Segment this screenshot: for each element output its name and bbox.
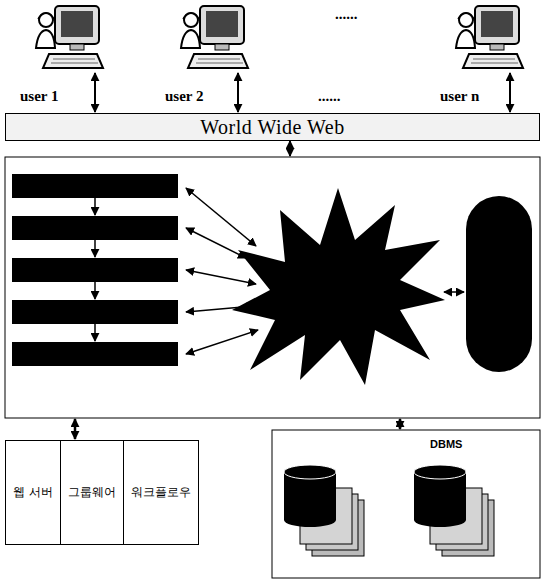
double-arrow	[399, 419, 402, 429]
user-computer-icon	[36, 6, 103, 68]
double-arrow	[74, 419, 77, 439]
web-band: World Wide Web	[5, 113, 540, 141]
database-stack	[414, 465, 494, 556]
user-label: user n	[440, 88, 479, 105]
flow-arrow	[94, 240, 96, 257]
user-node: user n	[455, 2, 525, 72]
user-label: user 2	[165, 88, 203, 105]
connector-arrow	[237, 73, 239, 112]
server-frame	[5, 157, 540, 418]
connector-layer	[95, 73, 510, 112]
user-node: user 2	[180, 2, 250, 72]
node-text: World Wide Web	[200, 115, 344, 139]
module-bar	[12, 216, 178, 240]
node-text: 그룹웨어	[68, 485, 116, 499]
connector-arrow	[509, 73, 511, 112]
connector-arrow	[94, 73, 96, 112]
double-arrow	[186, 188, 256, 246]
module-bar	[12, 258, 178, 282]
flow-arrow	[94, 324, 96, 341]
ellipsis-label: ......	[318, 88, 341, 105]
double-arrow	[444, 291, 464, 293]
flow-arrow	[94, 282, 96, 299]
module-bar	[12, 342, 178, 366]
flow-arrow	[94, 198, 96, 215]
engine-star	[232, 188, 445, 385]
module-bar	[12, 300, 178, 324]
double-arrow	[186, 228, 246, 258]
service-cell: 그룹웨어	[60, 440, 124, 545]
module-bar	[12, 174, 178, 198]
dbms-frame	[272, 430, 540, 578]
double-arrow	[186, 270, 256, 284]
node-text: 워크플로우	[131, 485, 191, 499]
dbms-label: DBMS	[430, 438, 462, 450]
ellipsis-label: ......	[335, 6, 358, 23]
double-arrow	[289, 141, 291, 156]
double-arrow	[186, 330, 258, 354]
node-text: 웹 서버	[13, 485, 53, 499]
user-computer-icon	[181, 6, 248, 68]
repository-cylinder	[466, 196, 532, 372]
service-cell: 웹 서버	[5, 440, 61, 545]
database-stack	[284, 465, 364, 556]
user-label: user 1	[20, 88, 58, 105]
user-computer-icon	[456, 6, 523, 68]
service-cell: 워크플로우	[123, 440, 199, 545]
user-node: user 1	[35, 2, 105, 72]
